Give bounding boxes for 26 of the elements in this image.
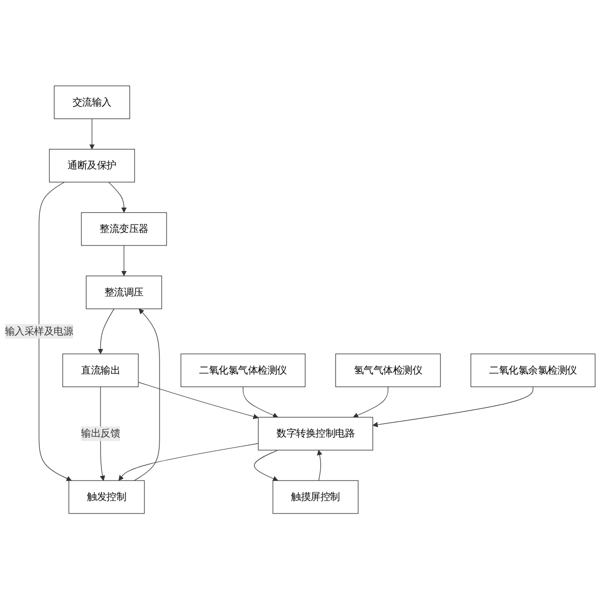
node-box: 氢气气体检测仪: [335, 354, 441, 388]
arrow: [352, 386, 388, 418]
node-box: 触摸屏控制: [272, 480, 358, 514]
arrow: [98, 308, 114, 354]
arrow: [89, 118, 95, 150]
arrow: [38, 182, 72, 482]
node-box: 交流输入: [54, 86, 130, 120]
node-box: 数字转换控制电路: [258, 417, 374, 451]
edge-label: 输出反馈: [81, 428, 120, 440]
node-box: 整流变压器: [81, 212, 167, 246]
node-box: 直流输出: [62, 354, 139, 388]
node-box: 二氧化氯余氯检测仪: [470, 354, 596, 388]
arrow: [372, 386, 534, 428]
arrow: [108, 182, 127, 214]
edge-label: 输入采样及电源: [4, 326, 74, 338]
node-box: 触发控制: [68, 480, 145, 514]
node-box: 二氧化氯气体检测仪: [180, 354, 306, 388]
arrow: [254, 450, 278, 482]
arrow: [134, 308, 160, 482]
arrow: [118, 443, 259, 482]
arrow: [138, 382, 259, 420]
node-box: 整流调压: [86, 276, 162, 310]
arrow: [242, 386, 278, 418]
arrow: [316, 450, 322, 482]
arrow: [121, 245, 127, 276]
node-box: 通断及保护: [49, 149, 135, 183]
